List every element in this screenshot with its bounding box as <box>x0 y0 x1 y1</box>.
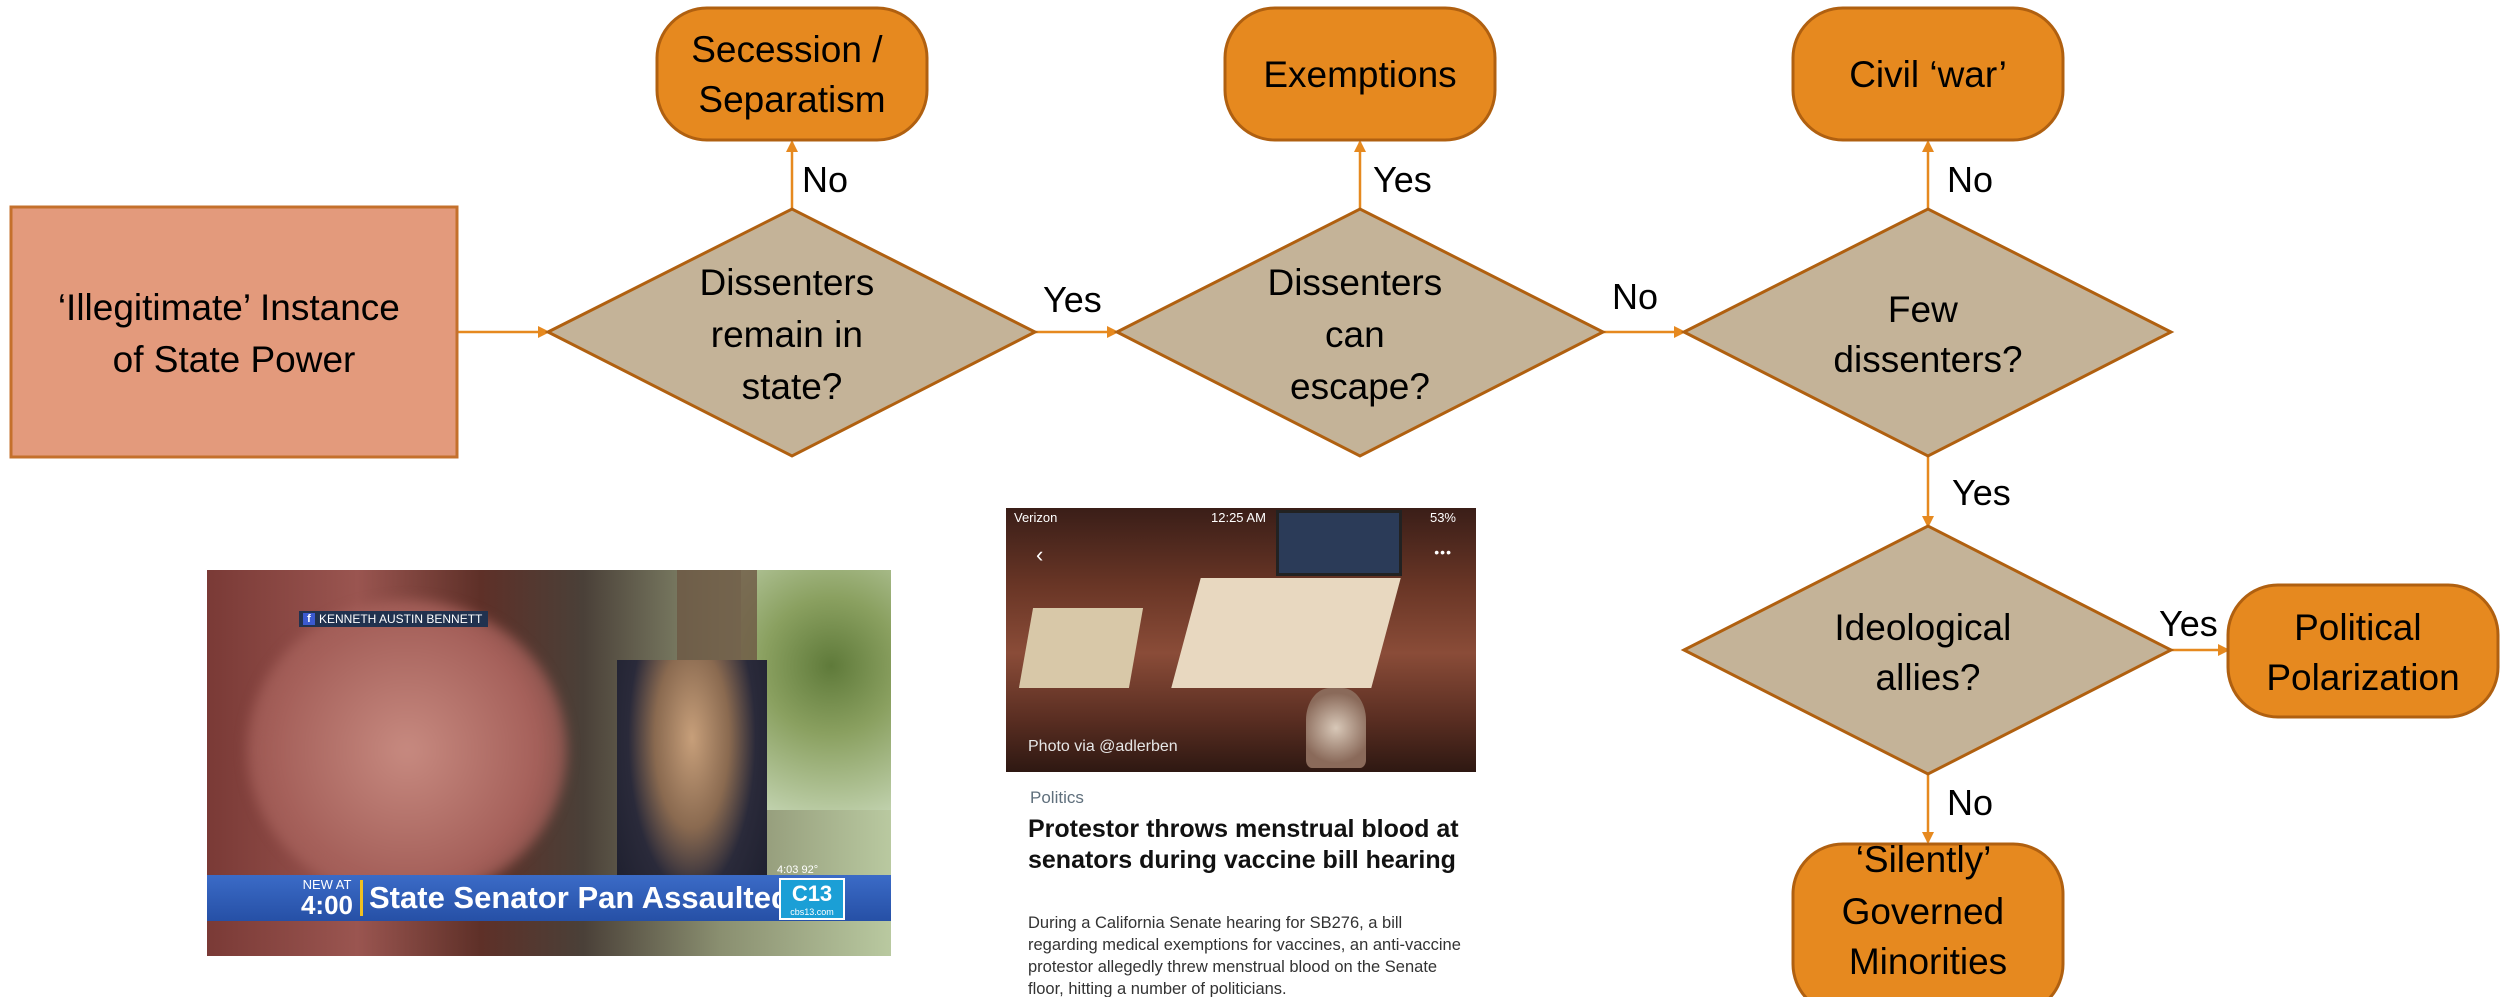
decision-d2-text: Dissenters can escape? <box>1267 262 1452 407</box>
channel-logo: C13 cbs13.com <box>779 878 845 920</box>
article-photo: Verizon 12:25 AM 53% ‹ ••• Photo via @ad… <box>1006 508 1476 772</box>
decision-d4 <box>1680 524 2175 776</box>
outcome-o2-text: Exemptions <box>1263 54 1456 95</box>
outcome-o3-text: Civil ‘war’ <box>1849 54 2007 95</box>
photo-jar <box>1306 688 1366 768</box>
new-at-time: 4:00 <box>300 890 354 920</box>
new-at-label: NEW AT <box>302 877 352 892</box>
news-tv-screenshot: f KENNETH AUSTIN BENNETT NEW AT 4:00 Sta… <box>207 570 891 956</box>
connectors <box>457 140 2230 844</box>
outcome-o3 <box>1791 6 2065 142</box>
outcome-o5 <box>1791 842 2065 997</box>
outcome-o4 <box>2226 583 2500 719</box>
edge-label-d3-no: No <box>1947 159 1993 200</box>
battery-level: 53% <box>1429 510 1456 525</box>
carrier-label: Verizon <box>1014 510 1058 525</box>
edge-label-d4-no: No <box>1947 782 1993 823</box>
decision-d1 <box>544 207 1039 458</box>
outcome-o2-label: Exemptions <box>1263 54 1456 95</box>
channel-url: cbs13.com <box>790 907 834 917</box>
decision-d2 <box>1113 207 1607 458</box>
outcome-o5-text: ‘Silently’ Governed Minorities <box>1842 839 2015 982</box>
lower-third-bar <box>207 875 891 921</box>
photo-papers-left <box>1018 608 1144 688</box>
phone-status-bar: Verizon 12:25 AM 53% <box>1006 508 1476 528</box>
back-chevron-icon[interactable]: ‹ <box>1036 542 1044 567</box>
article-title[interactable]: Protestor throws menstrual blood at sena… <box>1028 815 1459 874</box>
start-text: ‘Illegitimate’ Instance of State Power <box>58 287 410 380</box>
article-category[interactable]: Politics <box>1030 788 1084 807</box>
start-box <box>9 205 459 459</box>
edge-label-d2-no: No <box>1612 276 1658 317</box>
photo-laptop <box>1276 510 1402 576</box>
photo-credit: Photo via @adlerben <box>1028 738 1178 755</box>
source-tag: f KENNETH AUSTIN BENNETT <box>299 611 489 627</box>
outcome-o2 <box>1223 6 1497 142</box>
outcome-o3-label: Civil ‘war’ <box>1849 54 2007 95</box>
channel-name: C13 <box>791 881 833 906</box>
facebook-icon: f <box>303 613 315 625</box>
source-tag-text: KENNETH AUSTIN BENNETT <box>319 612 483 626</box>
edge-label-d1-yes: Yes <box>1043 279 1102 320</box>
edge-label-d2-yes: Yes <box>1373 159 1432 200</box>
outcome-o1-text: Secession / Separatism <box>691 29 893 120</box>
tv-clock: 4:03 92° <box>777 864 819 876</box>
lower-third-divider <box>360 880 363 916</box>
decision-d1-text: Dissenters remain in state? <box>699 262 884 407</box>
new-at-block: NEW AT 4:00 <box>289 877 365 920</box>
decision-d3 <box>1680 207 2175 458</box>
more-options-icon[interactable]: ••• <box>1434 544 1452 560</box>
status-time: 12:25 AM <box>1211 510 1266 525</box>
edge-label-d4-yes: Yes <box>2159 603 2218 644</box>
decision-d4-text: Ideological allies? <box>1834 607 2021 698</box>
news-article-screenshot: Verizon 12:25 AM 53% ‹ ••• Photo via @ad… <box>1006 508 1476 997</box>
edge-label-d1-no: No <box>802 159 848 200</box>
outcome-o1 <box>655 6 929 142</box>
photo-papers <box>1171 578 1401 688</box>
blurred-foreground <box>247 600 567 900</box>
edge-label-d3-yes: Yes <box>1952 472 2011 513</box>
tv-headline: State Senator Pan Assaulted <box>369 880 790 915</box>
outcome-o4-text: Political Polarization <box>2266 607 2459 698</box>
article-body: During a California Senate hearing for S… <box>1028 914 1461 997</box>
decision-d3-text: Few dissenters? <box>1833 289 2022 380</box>
